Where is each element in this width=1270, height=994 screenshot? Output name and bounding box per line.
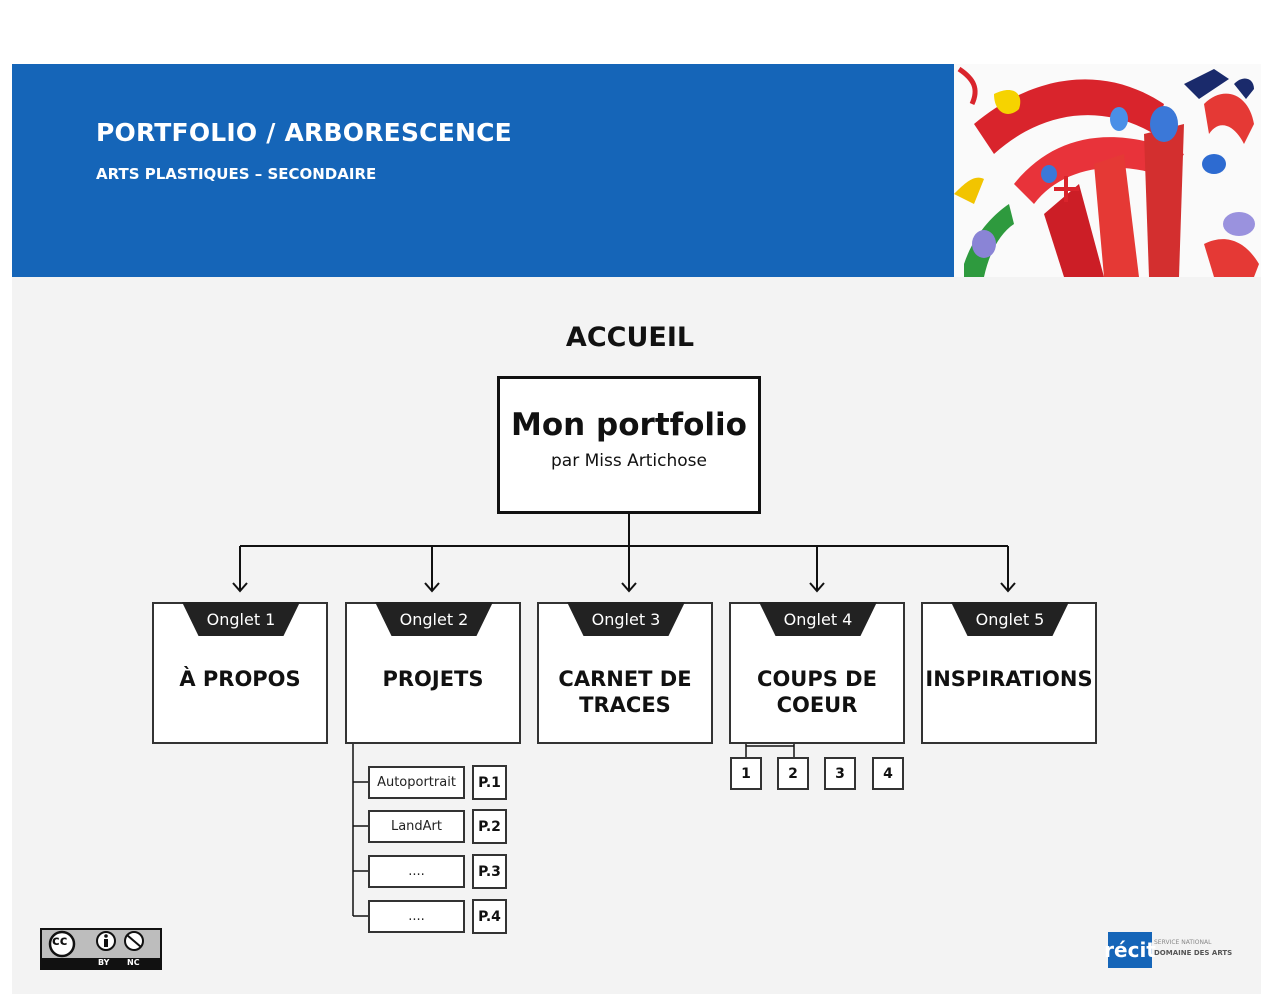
project-page-id: P.1 [472,765,507,800]
project-name: .... [368,855,465,888]
favorite-page: 1 [730,757,762,790]
root-subtitle: par Miss Artichose [551,451,707,471]
home-label: ACCUEIL [565,322,695,353]
tab-node-a-propos: Onglet 1 À PROPOS [152,602,328,744]
tab-label: COUPS DE COEUR [731,666,903,718]
recit-logo-small-text: SERVICE NATIONAL [1154,939,1212,946]
tab-label: CARNET DE TRACES [539,666,711,718]
root-title: Mon portfolio [511,407,747,443]
tab-label: À PROPOS [154,666,326,692]
tab-node-coups-de-coeur: Onglet 4 COUPS DE COEUR [729,602,905,744]
project-name: Autoportrait [368,766,465,799]
tab-label: PROJETS [347,666,519,692]
favorite-page: 3 [824,757,856,790]
tab-badge: Onglet 1 [182,602,300,636]
project-name: .... [368,900,465,933]
tab-label-line: COUPS DE [757,667,877,691]
tab-label: INSPIRATIONS [923,666,1095,692]
tab-node-inspirations: Onglet 5 INSPIRATIONS [921,602,1097,744]
cc-symbols-icon [48,930,144,958]
tab-label-line: PROJETS [382,667,484,691]
cc-nc-text: NC [127,958,140,967]
tab-label-line: À PROPOS [179,667,301,691]
favorite-page: 2 [777,757,809,790]
project-page-id: P.3 [472,854,507,889]
cc-text: cc [52,934,68,949]
project-name: LandArt [368,810,465,843]
page-subtitle: ARTS PLASTIQUES – SECONDAIRE [96,165,377,183]
creative-commons-by-nc-icon: cc BY NC [40,928,162,970]
cc-by-text: BY [98,958,110,967]
favorite-page: 4 [872,757,904,790]
tab-label-line: CARNET DE [558,667,692,691]
tab-node-carnet-de-traces: Onglet 3 CARNET DE TRACES [537,602,713,744]
root-node: Mon portfolio par Miss Artichose [497,376,761,514]
abstract-painting-svg [954,64,1261,277]
tab-badge: Onglet 4 [759,602,877,636]
tab-label-line: TRACES [579,693,671,717]
recit-logo-mark: récit [1104,932,1156,968]
recit-logo-icon: récit SERVICE NATIONAL DOMAINE DES ARTS [1104,930,1248,972]
recit-logo-domain-text: DOMAINE DES ARTS [1154,949,1233,957]
tab-label-line: COEUR [776,693,858,717]
cc-bottom-band [42,958,160,968]
abstract-painting-image [954,64,1261,277]
tab-badge: Onglet 3 [567,602,685,636]
project-page-id: P.2 [472,809,507,844]
project-page-id: P.4 [472,899,507,934]
page-title: PORTFOLIO / ARBORESCENCE [96,118,512,147]
tab-node-projets: Onglet 2 PROJETS [345,602,521,744]
header-banner [12,64,954,277]
tab-badge: Onglet 2 [375,602,493,636]
tab-badge: Onglet 5 [951,602,1069,636]
tab-label-line: INSPIRATIONS [925,667,1093,691]
